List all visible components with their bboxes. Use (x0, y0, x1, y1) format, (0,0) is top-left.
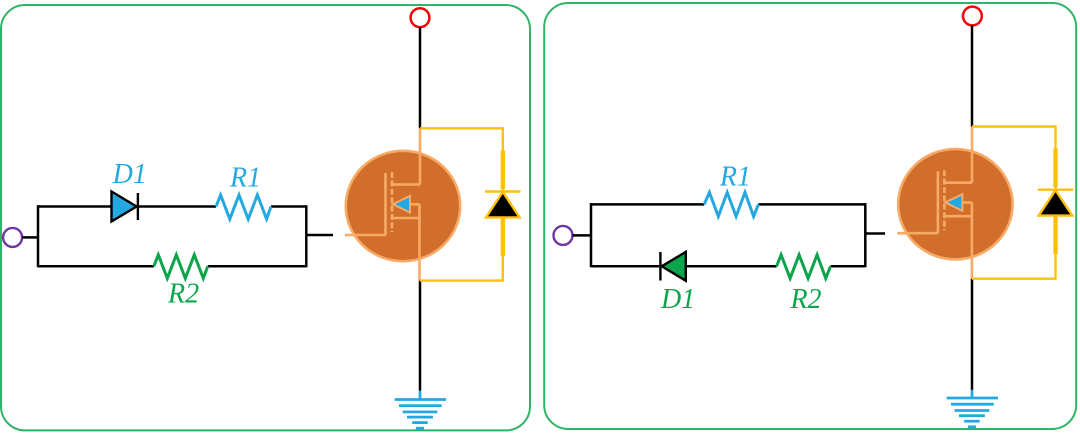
svg-text:R2: R2 (789, 284, 821, 315)
svg-text:D1: D1 (660, 284, 695, 315)
svg-text:R1: R1 (229, 163, 261, 194)
svg-text:D1: D1 (112, 159, 147, 190)
svg-text:R1: R1 (719, 162, 751, 193)
svg-text:R2: R2 (167, 279, 199, 310)
